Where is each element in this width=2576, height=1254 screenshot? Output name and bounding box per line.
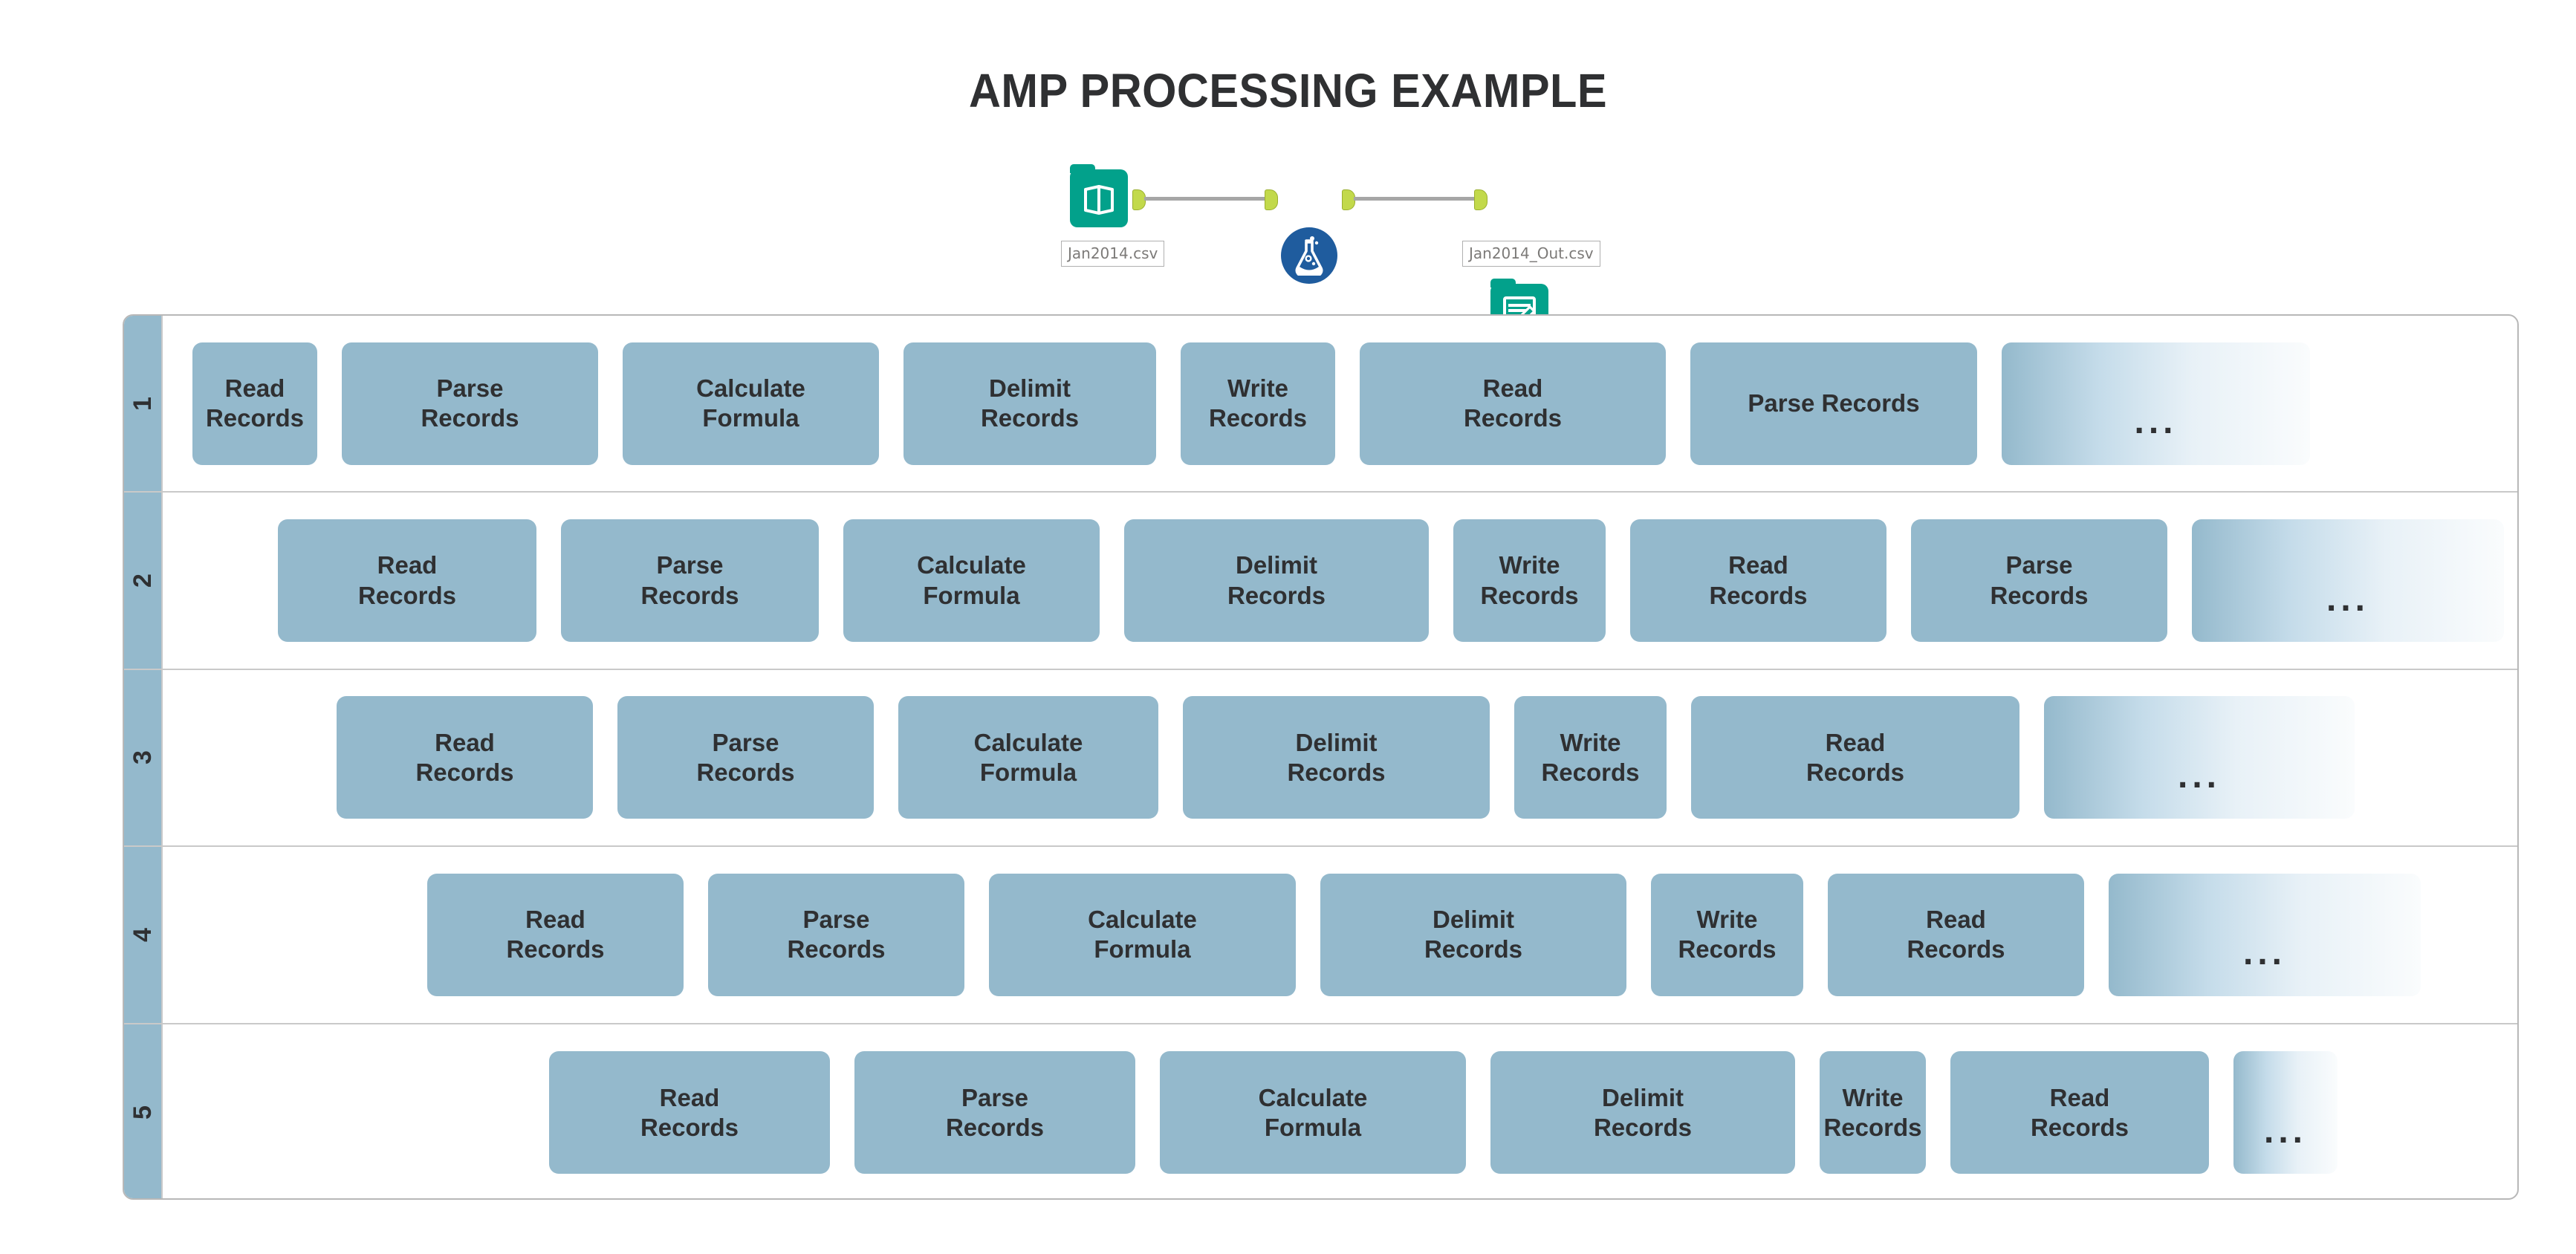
stage-box[interactable]: Read Records xyxy=(278,519,536,643)
row-number-label: 2 xyxy=(128,574,157,588)
input-file-label: Jan2014.csv xyxy=(1061,241,1165,267)
stage-box[interactable]: Read Records xyxy=(1360,342,1666,465)
stage-box[interactable]: Write Records xyxy=(1514,696,1667,819)
connector-line-2 xyxy=(1354,197,1476,201)
input-anchor-formula[interactable] xyxy=(1265,189,1278,210)
stage-box[interactable]: Parse Records xyxy=(1911,519,2167,643)
row-number-label: 4 xyxy=(128,927,157,942)
open-book-icon xyxy=(1078,178,1120,219)
stage-box[interactable]: Parse Records xyxy=(708,873,964,996)
stage-ellipsis[interactable]: ... xyxy=(2233,1051,2337,1175)
stage-box[interactable]: Delimit Records xyxy=(903,342,1156,465)
stage-box[interactable]: Parse Records xyxy=(854,1051,1135,1175)
row-number-label: 3 xyxy=(128,750,157,765)
stage-ellipsis[interactable]: ... xyxy=(2044,696,2355,819)
flask-glyph xyxy=(1292,235,1326,277)
stage-box[interactable]: Parse Records xyxy=(1690,342,1977,465)
stage-box[interactable]: Calculate Formula xyxy=(843,519,1100,643)
stage-ellipsis[interactable]: ... xyxy=(2109,873,2421,996)
row-number-gutter: 5 xyxy=(124,1024,163,1198)
stage-box[interactable]: Read Records xyxy=(1630,519,1886,643)
stage-box[interactable]: Delimit Records xyxy=(1183,696,1490,819)
stage-ellipsis[interactable]: ... xyxy=(2002,342,2310,465)
row-number-gutter: 3 xyxy=(124,669,163,846)
row-number-label: 5 xyxy=(128,1105,157,1120)
row-number-gutter: 1 xyxy=(124,316,163,492)
row-number-gutter: 2 xyxy=(124,493,163,669)
stage-box[interactable]: Parse Records xyxy=(617,696,874,819)
workflow-diagram: Jan2014.csv Jan2014_Out.csv xyxy=(1061,164,1600,342)
stage-box[interactable]: Calculate Formula xyxy=(623,342,879,465)
stage-box[interactable]: Parse Records xyxy=(342,342,598,465)
stage-box[interactable]: Calculate Formula xyxy=(1160,1051,1466,1175)
stage-box[interactable]: Delimit Records xyxy=(1124,519,1429,643)
stage-box[interactable]: Write Records xyxy=(1820,1051,1926,1175)
stage-box[interactable]: Read Records xyxy=(1691,696,2019,819)
stage-box[interactable]: Calculate Formula xyxy=(989,873,1296,996)
stage-box[interactable]: Read Records xyxy=(337,696,593,819)
stage-box[interactable]: Read Records xyxy=(192,342,317,465)
stage-box[interactable]: Write Records xyxy=(1181,342,1335,465)
stage-box[interactable]: Write Records xyxy=(1453,519,1606,643)
input-data-icon[interactable] xyxy=(1070,164,1128,227)
page-title: AMP PROCESSING EXAMPLE xyxy=(968,64,1608,117)
row-number-gutter: 4 xyxy=(124,847,163,1023)
input-anchor-output[interactable] xyxy=(1474,189,1487,210)
stage-box[interactable]: Read Records xyxy=(1950,1051,2209,1175)
folder-tab-shape xyxy=(1070,164,1095,173)
stage-box[interactable]: Delimit Records xyxy=(1320,873,1626,996)
stage-box[interactable]: Read Records xyxy=(549,1051,830,1175)
output-file-label: Jan2014_Out.csv xyxy=(1462,241,1600,267)
row-number-label: 1 xyxy=(128,396,157,411)
stage-ellipsis[interactable]: ... xyxy=(2192,519,2504,643)
stage-box[interactable]: Delimit Records xyxy=(1490,1051,1795,1175)
stage-box[interactable]: Read Records xyxy=(1828,873,2084,996)
stage-box[interactable]: Read Records xyxy=(427,873,684,996)
connector-line-1 xyxy=(1144,197,1267,201)
formula-flask-icon[interactable] xyxy=(1281,227,1337,284)
folder-tab-shape xyxy=(1490,279,1516,287)
stage-box[interactable]: Calculate Formula xyxy=(898,696,1158,819)
stage-box[interactable]: Write Records xyxy=(1651,873,1803,996)
stage-box[interactable]: Parse Records xyxy=(561,519,819,643)
